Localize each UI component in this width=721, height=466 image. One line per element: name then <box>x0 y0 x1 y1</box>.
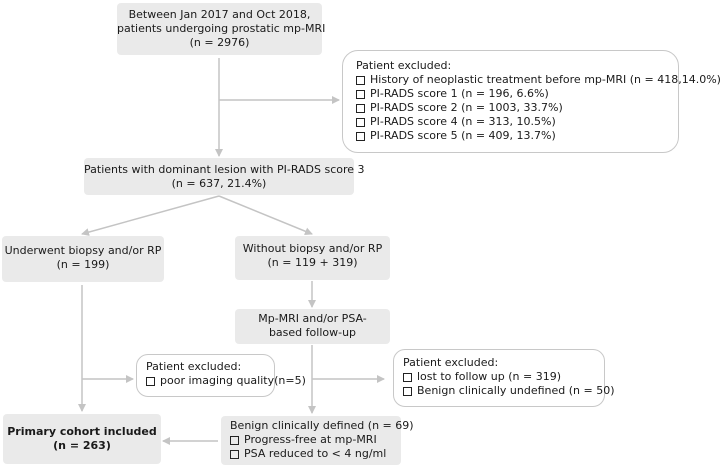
benign-box: Benign clinically defined (n = 69) Progr… <box>221 416 414 465</box>
flowchart: Between Jan 2017 and Oct 2018, patients … <box>2 3 721 465</box>
excluded-1-item: PI-RADS score 4 (n = 313, 10.5%) <box>356 115 678 129</box>
biopsy-box: Underwent biopsy and/or RP (n = 199) <box>2 236 164 282</box>
primary-cohort-box: Primary cohort included (n = 263) <box>3 414 161 464</box>
start-line2: patients undergoing prostatic mp-MRI <box>117 22 326 35</box>
excluded-3-item: lost to follow up (n = 319) <box>403 370 604 384</box>
excluded-1-item: PI-RADS score 1 (n = 196, 6.6%) <box>356 87 678 101</box>
followup-box: Mp-MRI and/or PSA- based follow-up <box>235 309 390 344</box>
excluded-1-item: History of neoplastic treatment before m… <box>356 73 721 87</box>
excluded-2-title: Patient excluded: <box>146 360 242 373</box>
flow-arrows <box>78 58 385 445</box>
checkbox-icon <box>356 75 365 85</box>
benign-item: Progress-free at mp-MRI <box>230 433 401 447</box>
biopsy-count: (n = 199) <box>56 258 110 271</box>
pirads3-title: Patients with dominant lesion with PI-RA… <box>84 163 365 176</box>
no-biopsy-count: (n = 119 + 319) <box>267 256 358 269</box>
excluded-box-1: Patient excluded: History of neoplastic … <box>342 50 721 153</box>
excluded-2-item: poor imaging quality(n=5) <box>146 374 306 388</box>
excluded-1-item: PI-RADS score 5 (n = 409, 13.7%) <box>356 129 678 143</box>
followup-line2: based follow-up <box>268 326 357 339</box>
checkbox-icon <box>356 89 365 99</box>
followup-line1: Mp-MRI and/or PSA- <box>258 312 367 325</box>
excluded-box-3: Patient excluded: lost to follow up (n =… <box>393 349 615 407</box>
primary-cohort-title: Primary cohort included <box>7 425 157 438</box>
benign-item: PSA reduced to < 4 ng/ml <box>230 447 401 461</box>
checkbox-icon <box>356 103 365 113</box>
excluded-3-item: Benign clinically undefined (n = 50) <box>403 384 615 398</box>
arrow-pirads3-to-biopsy <box>81 195 220 236</box>
checkbox-icon <box>403 372 412 382</box>
checkbox-icon <box>230 435 239 445</box>
biopsy-title: Underwent biopsy and/or RP <box>4 244 162 257</box>
start-box: Between Jan 2017 and Oct 2018, patients … <box>117 3 326 55</box>
benign-title: Benign clinically defined (n = 69) <box>230 419 414 432</box>
arrow-pirads3-to-nobiopsy <box>218 195 313 236</box>
excluded-box-2: Patient excluded: poor imaging quality(n… <box>136 354 306 397</box>
no-biopsy-title: Without biopsy and/or RP <box>242 242 383 255</box>
excluded-1-item: PI-RADS score 2 (n = 1003, 33.7%) <box>356 101 678 115</box>
start-count: (n = 2976) <box>189 36 250 49</box>
checkbox-icon <box>146 376 155 386</box>
checkbox-icon <box>356 117 365 127</box>
excluded-3-title: Patient excluded: <box>403 356 499 369</box>
start-line1: Between Jan 2017 and Oct 2018, <box>128 8 311 21</box>
pirads3-count: (n = 637, 21.4%) <box>171 177 267 190</box>
primary-cohort-count: (n = 263) <box>53 439 111 452</box>
excluded-1-title: Patient excluded: <box>356 59 452 72</box>
checkbox-icon <box>403 386 412 396</box>
checkbox-icon <box>356 131 365 141</box>
pirads3-box: Patients with dominant lesion with PI-RA… <box>84 158 365 195</box>
checkbox-icon <box>230 449 239 459</box>
no-biopsy-box: Without biopsy and/or RP (n = 119 + 319) <box>235 236 390 280</box>
